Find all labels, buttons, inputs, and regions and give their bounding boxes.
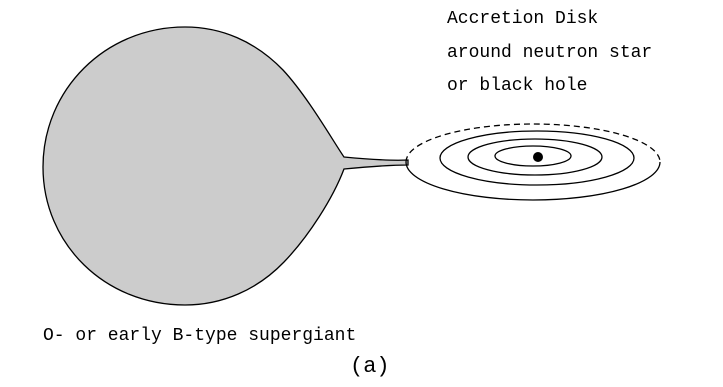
disk-label-line-2: around neutron star [447,43,653,63]
compact-object [533,152,543,162]
disk-ring-3 [439,130,635,186]
supergiant-label: O- or early B-type supergiant [43,326,357,346]
supergiant-star [42,26,409,306]
panel-label: (a) [350,354,390,379]
disk-ring-1 [494,145,572,167]
disk-ring-2 [467,138,603,176]
disk-outer-front [405,161,661,201]
disk-label-line-3: or black hole [447,76,588,96]
disk-label-line-1: Accretion Disk [447,9,599,29]
disk-outer-back [405,123,661,163]
